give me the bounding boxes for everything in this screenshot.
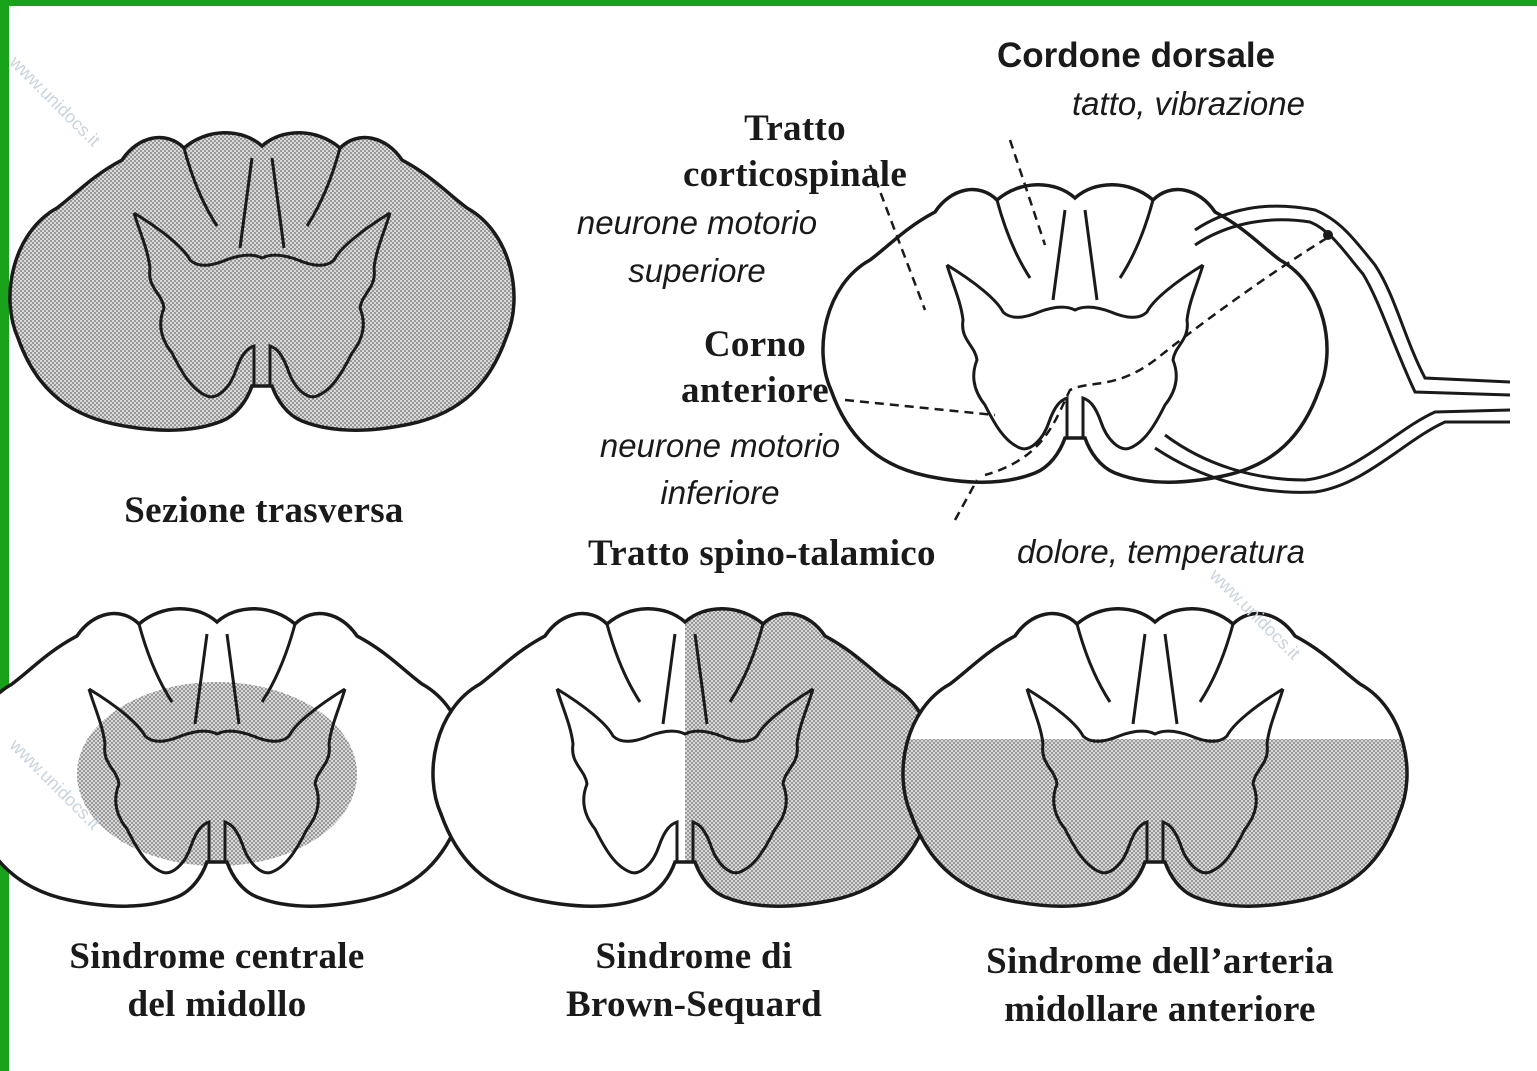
label-neurone-superiore-1: neurone motorio xyxy=(577,206,817,239)
label-brown-2: Brown-Sequard xyxy=(566,986,822,1023)
label-spino-function: dolore, temperatura xyxy=(1017,535,1305,568)
label-corno: Corno xyxy=(704,326,806,363)
label-arteria-1: Sindrome dell’arteria xyxy=(986,943,1334,980)
label-cordone-dorsale: Cordone dorsale xyxy=(997,38,1275,73)
cord-anterior-artery-syndrome xyxy=(903,609,1407,906)
label-cordone-function: tatto, vibrazione xyxy=(1072,87,1305,120)
label-brown-1: Sindrome di xyxy=(596,938,793,975)
label-neurone-inferiore-1: neurone motorio xyxy=(600,429,840,462)
label-centrale-1: Sindrome centrale xyxy=(69,938,364,975)
label-spino-talamico: Tratto spino-talamico xyxy=(588,535,936,572)
label-anteriore: anteriore xyxy=(681,372,829,409)
label-corticospinale: corticospinale xyxy=(683,156,907,193)
label-sezione-trasversa: Sezione trasversa xyxy=(124,492,403,529)
cord-section-transverse xyxy=(10,133,514,430)
cord-brown-sequard xyxy=(433,609,937,906)
cord-central-syndrome xyxy=(0,609,469,906)
label-neurone-superiore-2: superiore xyxy=(628,254,766,287)
label-tratto: Tratto xyxy=(744,110,846,147)
label-centrale-2: del midollo xyxy=(127,986,306,1023)
label-arteria-2: midollare anteriore xyxy=(1004,991,1316,1028)
cord-anatomy-diagram xyxy=(823,140,1510,520)
label-neurone-inferiore-2: inferiore xyxy=(660,476,779,509)
